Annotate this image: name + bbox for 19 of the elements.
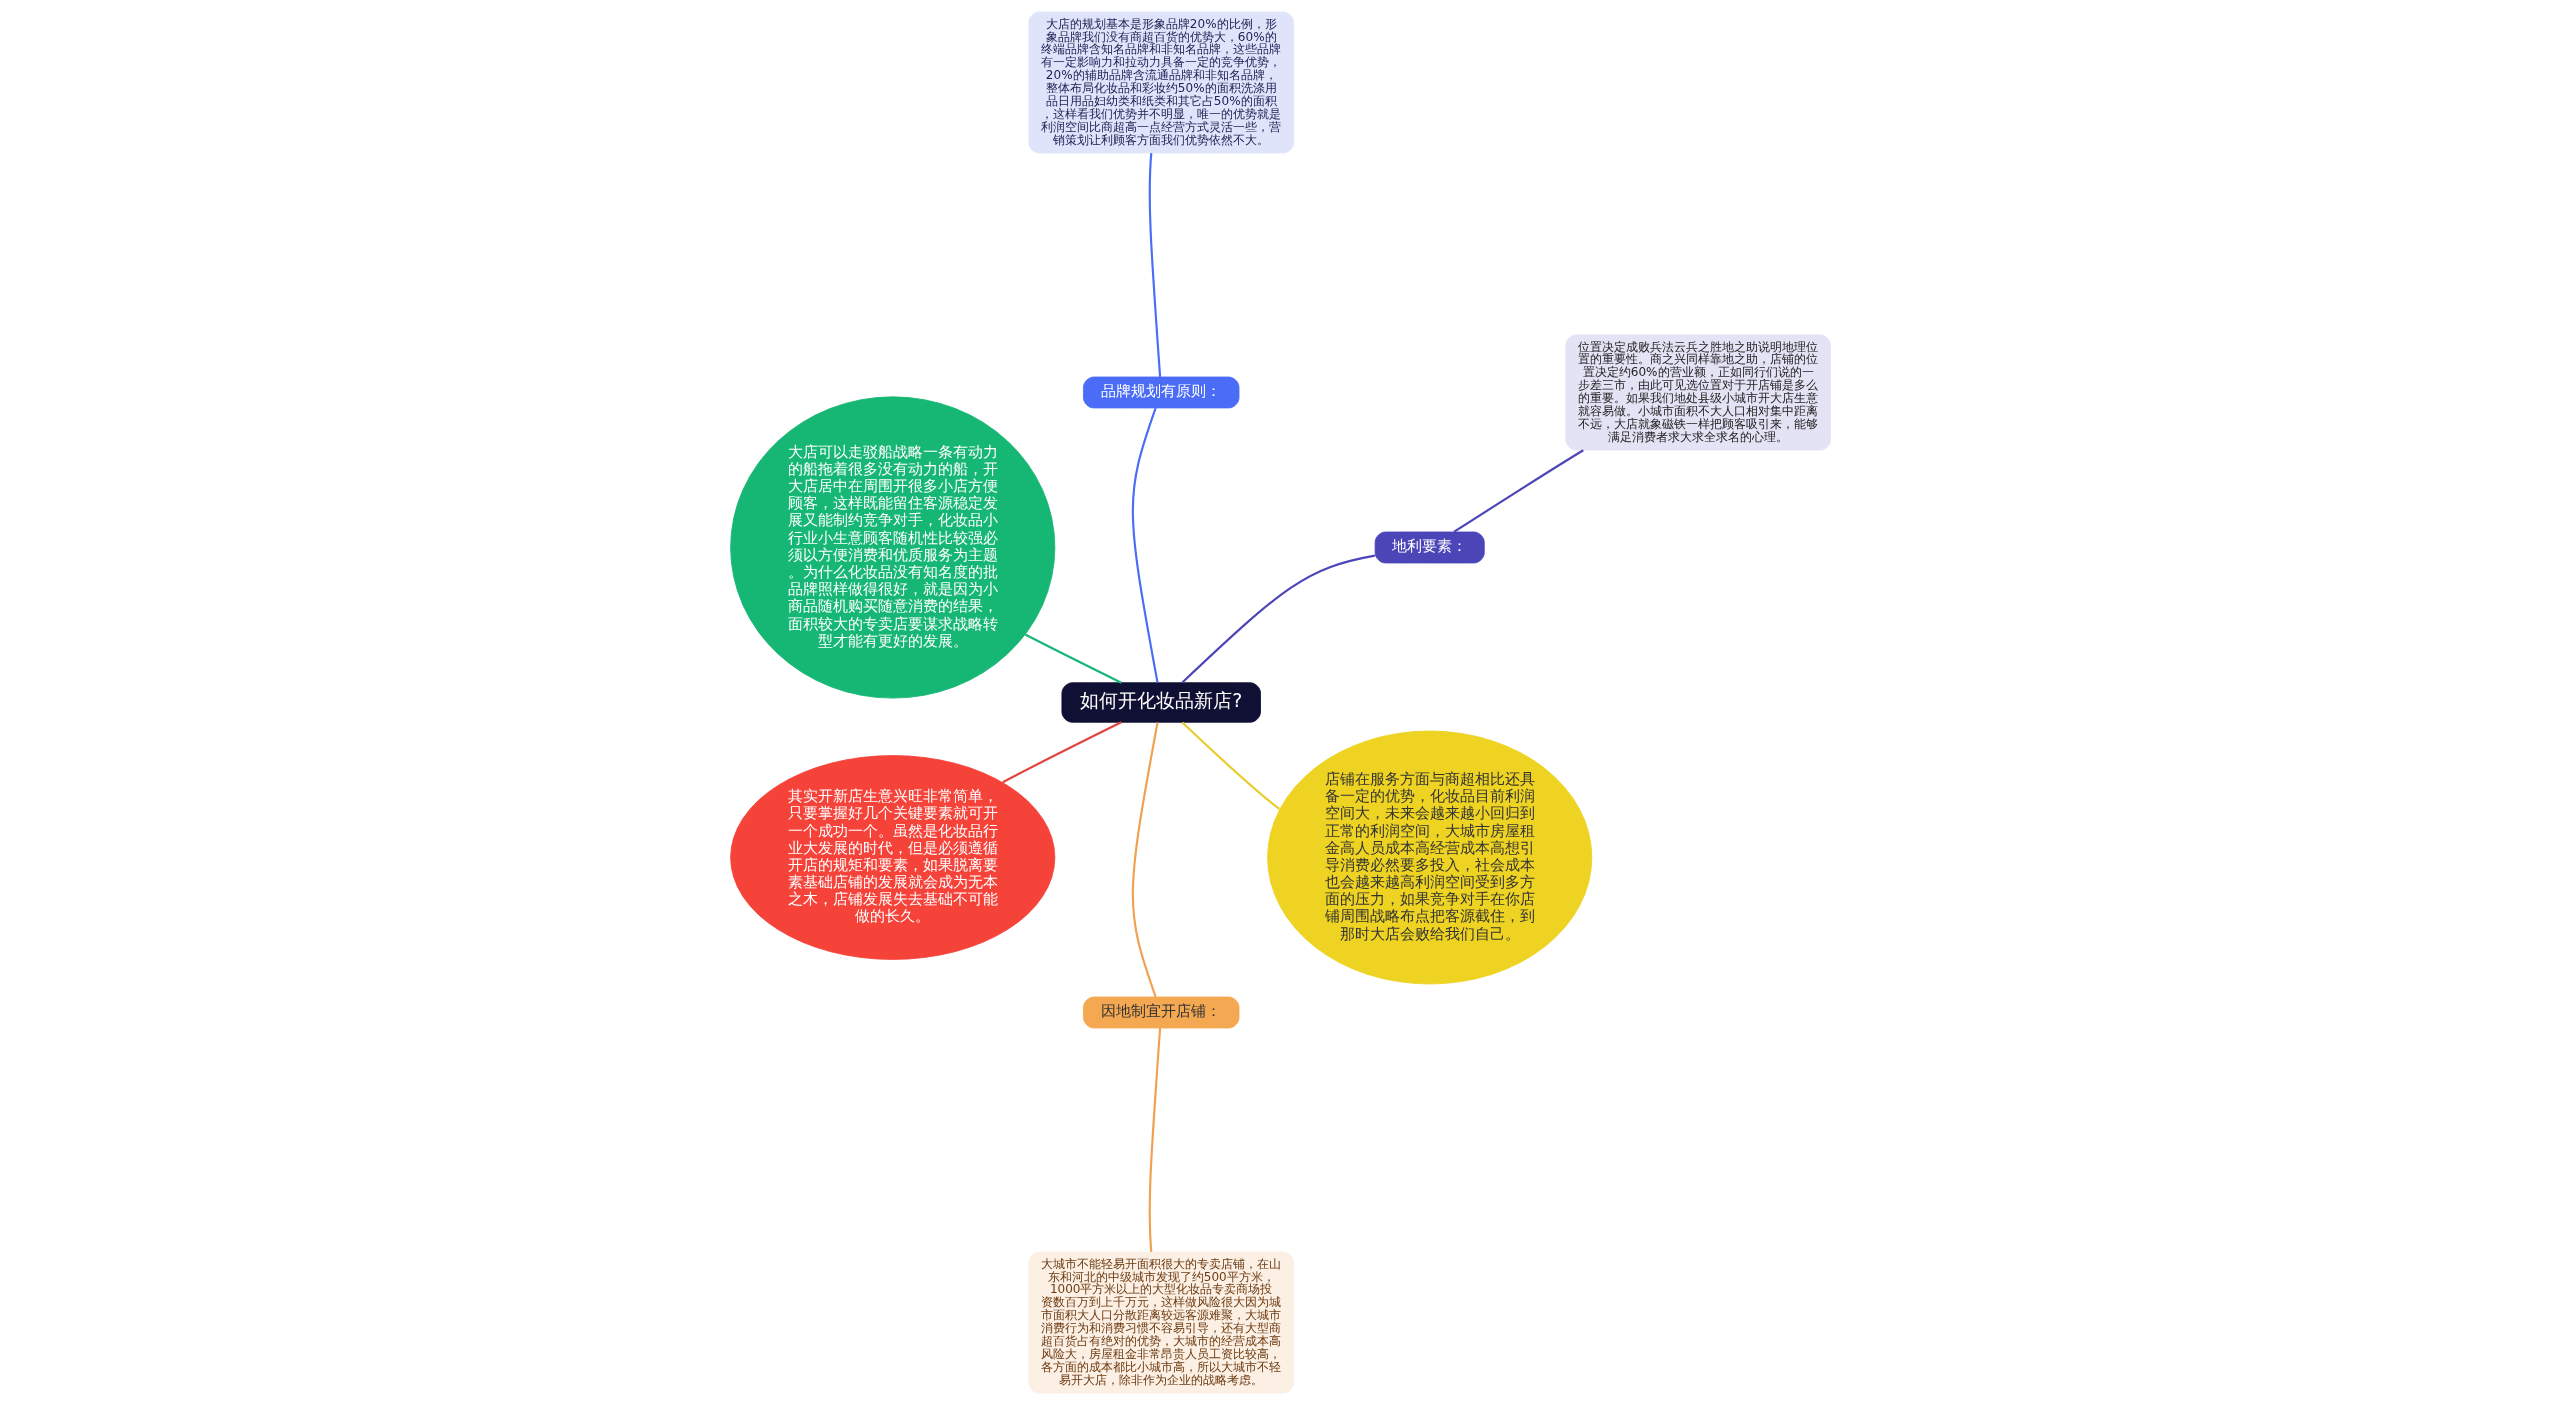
node-ellipse: 店铺在服务方面与商超相比还具备一定的优势，化妆品目前利润空间大，未来会越来越小回归到正常的利润空间，大城市房屋租金高人员成本高经营成本高想引导消费必然要多投入，社会成本也会越来越高利润空间受到多方面的压力，如果竞争对手在你店铺周围战略布点把客源截住，到那时大店会败给我们自己。 — [1266, 730, 1592, 985]
connector — [1181, 554, 1375, 684]
connector — [1148, 153, 1161, 377]
node-box: 品牌规划有原则： — [1082, 376, 1239, 409]
node-box: 因地制宜开店铺： — [1082, 996, 1239, 1029]
connector — [1148, 1028, 1161, 1252]
connector — [1181, 721, 1280, 810]
node-box: 地利要素： — [1374, 531, 1485, 564]
node-box: 如何开化妆品新店? — [1061, 682, 1261, 723]
node-box: 大城市不能轻易开面积很大的专卖店铺，在山东和河北的中级城市发现了约500平方米，1000平方米以上的大型化妆品专卖商场投资数百万到上千万元，这样做风险很大因为城市面积大人口分散距离较远客源难聚，大城市消费行为和消费习惯不容易引导，还有大型商超百货占有绝对的优势，大城市的经营成本高风险大，房屋租金非常昂贵人员工资比较高，各方面的成本都比小城市高，所以大城市不轻易开大店，除非作为企业的战略考虑。 — [1027, 1251, 1294, 1394]
node-circle: 大店可以走驳船战略一条有动力的船拖着很多没有动力的船，开大店居中在周围开很多小店方便顾客，这样既能留住客源稳定发展又能制约竞争对手，化妆品小行业小生意顾客随机性比较强必须以方便消费和优质服务为主题。为什么化妆品没有知名度的批品牌照样做得很好，就是因为小商品随机购买随意消费的结果，面积较大的专卖店要谋求战略转型才能有更好的发展。 — [729, 396, 1055, 699]
node-box: 大店的规划基本是形象品牌20%的比例，形象品牌我们没有商超百货的优势大，60%的终端品牌含知名品牌和非知名品牌，这些品牌有一定影响力和拉动力具备一定的竞争优势，20%的辅助品牌含流通品牌和非知名品牌，整体布局化妆品和彩妆约50%的面积洗涤用品日用品妇幼类和纸类和其它占50%的面积，这样看我们优势并不明显，唯一的优势就是利润空间比商超高一点经营方式灵活一些，营销策划让利顾客方面我们优势依然不大。 — [1027, 11, 1294, 154]
connector — [1452, 449, 1584, 533]
connector — [1001, 721, 1122, 784]
connector — [1024, 633, 1122, 684]
connector — [1131, 407, 1159, 683]
node-ellipse: 其实开新店生意兴旺非常简单，只要掌握好几个关键要素就可开一个成功一个。虽然是化妆品行业大发展的时代，但是必须遵循开店的规矩和要素，如果脱离要素基础店铺的发展就会成为无本之木，店铺发展失去基础不可能做的长久。 — [729, 755, 1055, 960]
connector — [1131, 722, 1159, 998]
node-box: 位置决定成败兵法云兵之胜地之助说明地理位置的重要性。商之兴同样靠地之助，店铺的位置决定约60%的营业额，正如同行们说的一步差三市，由此可见选位置对于开店铺是多么的重要。如果我们地处县级小城市开大店生意就容易做。小城市面积不大人口相对集中距离不远，大店就象磁铁一样把顾客吸引来，能够满足消费者求大求全求名的心理。 — [1564, 334, 1831, 451]
